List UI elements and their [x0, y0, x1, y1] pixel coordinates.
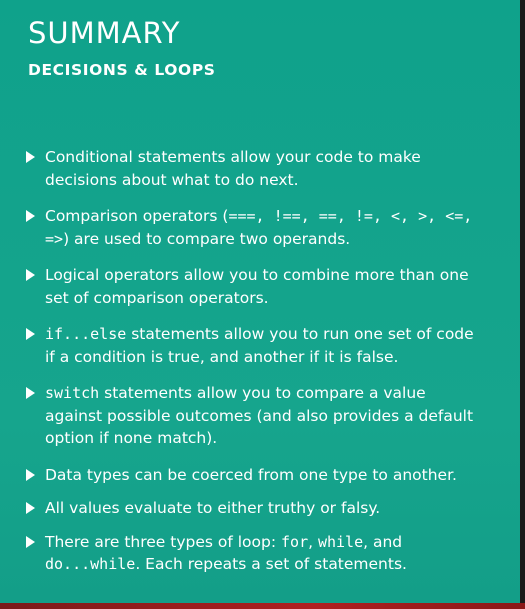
list-item: switch statements allow you to compare a… — [24, 382, 484, 450]
bullet-arrow-icon — [26, 210, 35, 222]
bullet-arrow-icon — [26, 269, 35, 281]
list-item: Data types can be coerced from one type … — [24, 464, 484, 487]
code-switch: switch — [45, 384, 100, 402]
bullet-arrow-icon — [26, 502, 35, 514]
bullet-arrow-icon — [26, 387, 35, 399]
bullet-text: There are three types of loop: — [45, 532, 282, 551]
bullet-text: Data types can be coerced from one type … — [45, 465, 457, 484]
list-item: Comparison operators (===, !==, ==, !=, … — [24, 205, 484, 250]
list-item: All values evaluate to either truthy or … — [24, 497, 484, 520]
page-title: SUMMARY — [28, 16, 181, 50]
bullet-text: , — [308, 532, 318, 551]
bullet-arrow-icon — [26, 468, 35, 481]
list-item: There are three types of loop: for, whil… — [24, 531, 484, 576]
code-if-else: if...else — [45, 325, 127, 343]
bullet-text: ) are used to compare two operands. — [63, 229, 351, 248]
bullet-arrow-icon — [26, 151, 35, 163]
code-do-while: do...while — [45, 555, 136, 573]
code-operators: ===, !==, ==, !=, <, >, <=, => — [45, 207, 473, 248]
page-edge-bottom — [0, 603, 525, 609]
bullet-text: Comparison operators ( — [45, 207, 229, 225]
code-while: while — [317, 532, 364, 551]
page-subtitle: DECISIONS & LOOPS — [28, 61, 216, 79]
bullet-text: Logical operators allow you to combine m… — [45, 266, 469, 307]
list-item: Conditional statements allow your code t… — [24, 146, 484, 191]
bullet-text: All values evaluate to either truthy or … — [45, 499, 381, 517]
code-for: for — [281, 532, 309, 551]
list-item: Logical operators allow you to combine m… — [24, 264, 484, 309]
bullet-arrow-icon — [26, 328, 35, 340]
list-item: if...else statements allow you to run on… — [24, 323, 484, 368]
bullet-text: , and — [363, 532, 403, 551]
bullet-text: . Each repeats a set of statements. — [135, 555, 407, 573]
summary-list: Conditional statements allow your code t… — [24, 146, 484, 590]
bullet-arrow-icon — [26, 535, 35, 548]
bullet-text: Conditional statements allow your code t… — [45, 148, 421, 189]
bullet-text: statements allow you to run one set of c… — [45, 325, 474, 366]
bullet-text: statements allow you to compare a value … — [45, 384, 474, 447]
